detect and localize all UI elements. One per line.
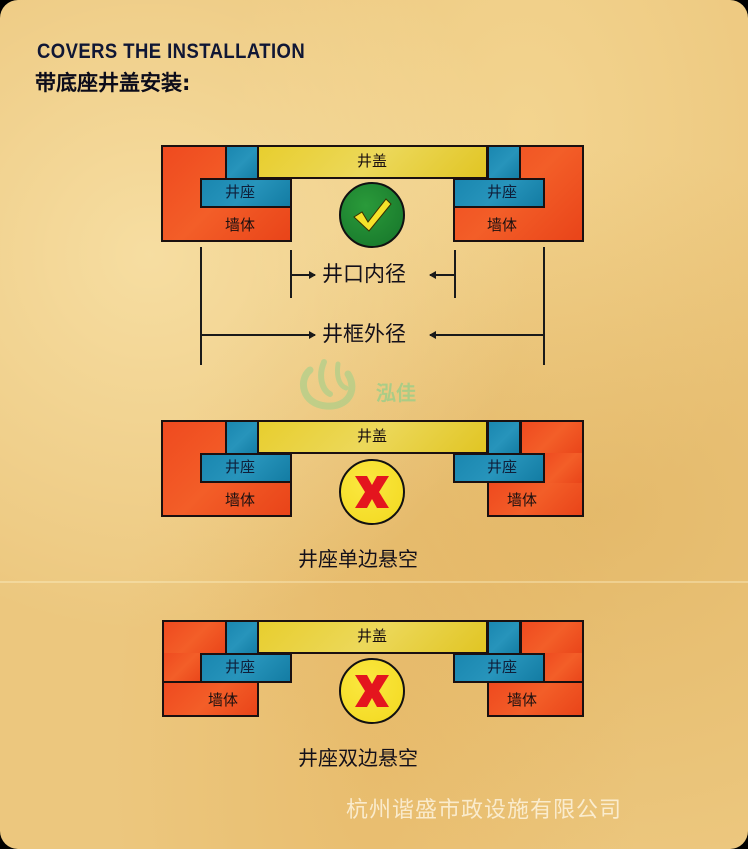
wall-right-upper	[520, 620, 584, 655]
seat-right-label: 井座	[486, 183, 517, 201]
inner-dim-right-arrow	[430, 274, 454, 276]
cover-label: 井盖	[356, 427, 387, 445]
wall-left-upper	[162, 620, 226, 655]
seat-left-upper	[225, 420, 259, 455]
wall-right-label: 墙体	[486, 216, 517, 234]
title-chinese: 带底座井盖安装:	[35, 71, 191, 95]
seat-right-upper	[487, 620, 521, 655]
caption-double-overhang: 井座双边悬空	[298, 746, 418, 770]
inner-diameter-label: 井口内径	[322, 262, 406, 286]
inner-dim-left-tick	[290, 250, 292, 298]
watermark-logo-icon	[296, 356, 376, 412]
outer-dim-left-tick	[200, 247, 202, 365]
wall-left-mid	[162, 653, 202, 683]
seat-right-upper	[487, 145, 521, 180]
seat-right-upper	[487, 420, 521, 455]
arrowhead-icon	[429, 271, 436, 279]
outer-dim-left-arrow	[201, 334, 315, 336]
outer-diameter-label: 井框外径	[322, 322, 406, 346]
wall-left-label: 墙体	[224, 216, 255, 234]
wall-right-label: 墙体	[506, 491, 537, 509]
seat-left-label: 井座	[224, 183, 255, 201]
wall-left-label: 墙体	[207, 691, 238, 709]
watermark-text: 泓佳	[376, 381, 416, 405]
seat-right	[453, 178, 545, 208]
seat-left	[200, 453, 292, 483]
inner-dim-left-arrow	[291, 274, 315, 276]
cover	[257, 620, 488, 654]
seat-right-label: 井座	[486, 658, 517, 676]
cover	[257, 420, 488, 454]
wall-right-mid	[543, 453, 584, 483]
cover-label: 井盖	[356, 627, 387, 645]
check-icon	[339, 182, 405, 248]
seat-right-label: 井座	[486, 458, 517, 476]
wall-right-label: 墙体	[506, 691, 537, 709]
cover-label: 井盖	[356, 152, 387, 170]
seat-left	[200, 653, 292, 683]
cover	[257, 145, 488, 179]
seat-left	[200, 178, 292, 208]
seat-left-label: 井座	[224, 658, 255, 676]
inner-dim-right-tick	[454, 250, 456, 298]
arrowhead-icon	[429, 331, 436, 339]
arrowhead-icon	[309, 271, 316, 279]
seat-right	[453, 453, 545, 483]
title-english: COVERS THE INSTALLATION	[37, 40, 306, 63]
wall-right-mid	[543, 653, 584, 683]
arrowhead-icon	[309, 331, 316, 339]
seat-right	[453, 653, 545, 683]
wall-right-upper	[520, 420, 584, 455]
seat-left-upper	[225, 620, 259, 655]
seat-left-upper	[225, 145, 259, 180]
outer-dim-right-tick	[543, 247, 545, 365]
x-icon	[339, 658, 405, 724]
outer-dim-right-arrow	[430, 334, 543, 336]
caption-single-overhang: 井座单边悬空	[298, 547, 418, 571]
x-icon	[339, 459, 405, 525]
wall-left-label: 墙体	[224, 491, 255, 509]
panel-seam	[0, 581, 748, 583]
footer-company: 杭州谐盛市政设施有限公司	[346, 798, 623, 823]
seat-left-label: 井座	[224, 458, 255, 476]
